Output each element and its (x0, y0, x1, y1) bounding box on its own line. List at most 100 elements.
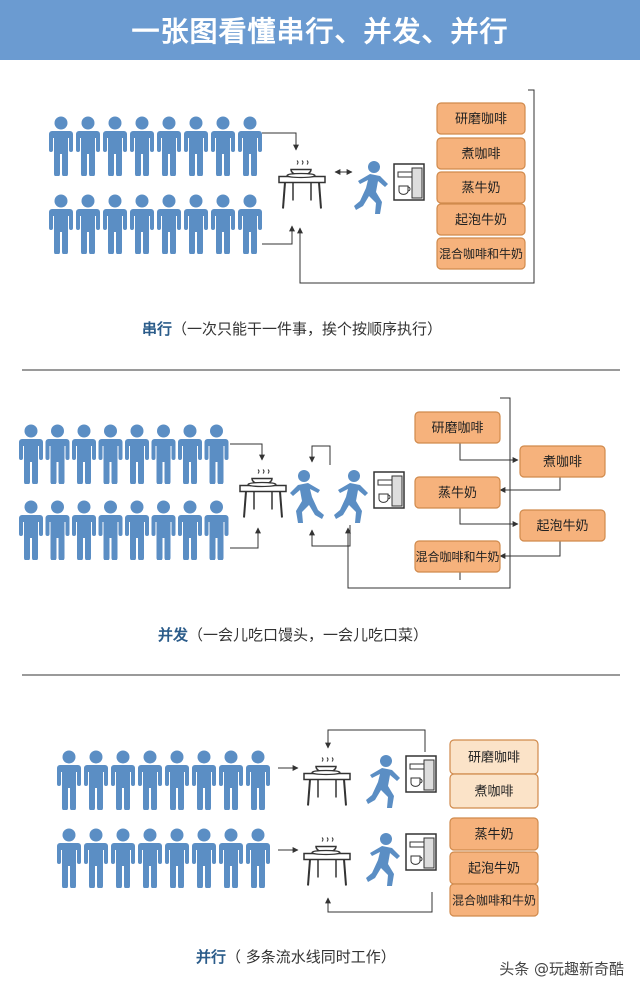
serial-crowd (49, 116, 262, 254)
person-icon (45, 500, 70, 560)
person-icon (49, 116, 73, 176)
parallel-desc: （ 多条流水线同时工作） (226, 948, 396, 966)
step-label: 研磨咖啡 (468, 751, 520, 766)
step-label: 混合咖啡和牛奶 (439, 246, 523, 261)
person-icon (219, 828, 243, 888)
step-label: 混合咖啡和牛奶 (415, 549, 499, 564)
serial-step-3: 蒸牛奶 (436, 171, 526, 204)
person-icon (19, 500, 43, 560)
person-icon (157, 116, 181, 176)
person-icon (184, 194, 208, 254)
step-label: 煮咖啡 (543, 455, 582, 470)
serial-caption: 串行（一次只能干一件事，挨个按顺序执行） (142, 318, 442, 339)
person-icon (130, 194, 154, 254)
person-icon (192, 750, 216, 810)
person-icon (19, 424, 43, 484)
person-icon (72, 424, 96, 484)
parallel-worker-top-icon (366, 755, 400, 808)
concurrent-step-1: 研磨咖啡 (414, 411, 501, 444)
divider-2 (22, 674, 620, 676)
person-icon (165, 828, 189, 888)
step-label: 煮咖啡 (461, 147, 500, 162)
serial-step-4: 起泡牛奶 (436, 203, 526, 236)
person-icon (151, 500, 176, 560)
person-icon (184, 116, 208, 176)
parallel-crowd (57, 750, 270, 888)
person-icon (219, 750, 243, 810)
person-icon (178, 424, 202, 484)
person-icon (111, 828, 135, 888)
step-label: 研磨咖啡 (455, 112, 507, 127)
watermark: 头条 @玩趣新奇酷 (499, 960, 624, 978)
parallel-step-3: 蒸牛奶 (449, 817, 539, 851)
concurrent-worker-left-icon (290, 470, 324, 523)
person-icon (130, 116, 154, 176)
concurrent-caption: 并发（一会儿吃口馒头，一会儿吃口菜） (158, 624, 428, 645)
step-label: 起泡牛奶 (536, 519, 588, 534)
concurrent-crowd (19, 424, 229, 560)
parallel-table-top-icon (302, 756, 352, 807)
person-icon (165, 750, 189, 810)
concurrent-table-icon (238, 468, 288, 519)
person-icon (138, 828, 162, 888)
step-label: 起泡牛奶 (468, 862, 520, 877)
serial-desc: （一次只能干一件事，挨个按顺序执行） (172, 320, 443, 338)
concurrent-step-2: 煮咖啡 (519, 445, 606, 478)
parallel-step-1: 研磨咖啡 (449, 739, 539, 775)
person-icon (103, 194, 127, 254)
parallel-step-2: 煮咖啡 (449, 773, 539, 809)
person-icon (138, 750, 162, 810)
person-icon (204, 424, 229, 484)
person-icon (125, 500, 149, 560)
person-icon (84, 750, 108, 810)
page-title: 一张图看懂串行、并发、并行 (131, 15, 509, 48)
person-icon (246, 828, 270, 888)
serial-machine-icon (393, 163, 425, 201)
step-label: 煮咖啡 (474, 785, 513, 800)
concurrent-machine-icon (373, 471, 405, 509)
person-icon (49, 194, 73, 254)
person-icon (151, 424, 176, 484)
serial-step-5: 混合咖啡和牛奶 (436, 237, 526, 270)
divider-1 (22, 369, 620, 371)
title-banner: 一张图看懂串行、并发、并行 (0, 0, 640, 60)
serial-step-2: 煮咖啡 (436, 137, 526, 170)
parallel-machine-bottom-icon (405, 833, 437, 871)
step-label: 研磨咖啡 (431, 421, 483, 436)
person-icon (111, 750, 135, 810)
concurrent-step-4: 起泡牛奶 (519, 509, 606, 542)
concurrent-label: 并发 (158, 626, 189, 644)
serial-table-icon (277, 159, 327, 210)
serial-label: 串行 (142, 320, 173, 338)
step-label: 蒸牛奶 (474, 828, 513, 843)
person-icon (98, 500, 123, 560)
person-icon (84, 828, 108, 888)
parallel-caption: 并行（ 多条流水线同时工作） (196, 946, 396, 967)
person-icon (76, 116, 100, 176)
serial-step-1: 研磨咖啡 (436, 102, 526, 135)
serial-worker-icon (354, 161, 388, 214)
person-icon (204, 500, 229, 560)
concurrent-desc: （一会儿吃口馒头，一会儿吃口菜） (188, 626, 429, 644)
person-icon (125, 424, 149, 484)
person-icon (57, 750, 81, 810)
concurrent-worker-right-icon (334, 470, 368, 523)
person-icon (211, 116, 235, 176)
person-icon (76, 194, 100, 254)
person-icon (103, 116, 127, 176)
person-icon (211, 194, 235, 254)
person-icon (192, 828, 216, 888)
person-icon (98, 424, 123, 484)
parallel-machine-top-icon (405, 755, 437, 793)
step-label: 蒸牛奶 (438, 486, 477, 501)
person-icon (178, 500, 202, 560)
person-icon (45, 424, 70, 484)
parallel-step-5: 混合咖啡和牛奶 (449, 883, 539, 917)
step-label: 蒸牛奶 (461, 181, 500, 196)
step-label: 混合咖啡和牛奶 (452, 893, 536, 908)
person-icon (157, 194, 181, 254)
